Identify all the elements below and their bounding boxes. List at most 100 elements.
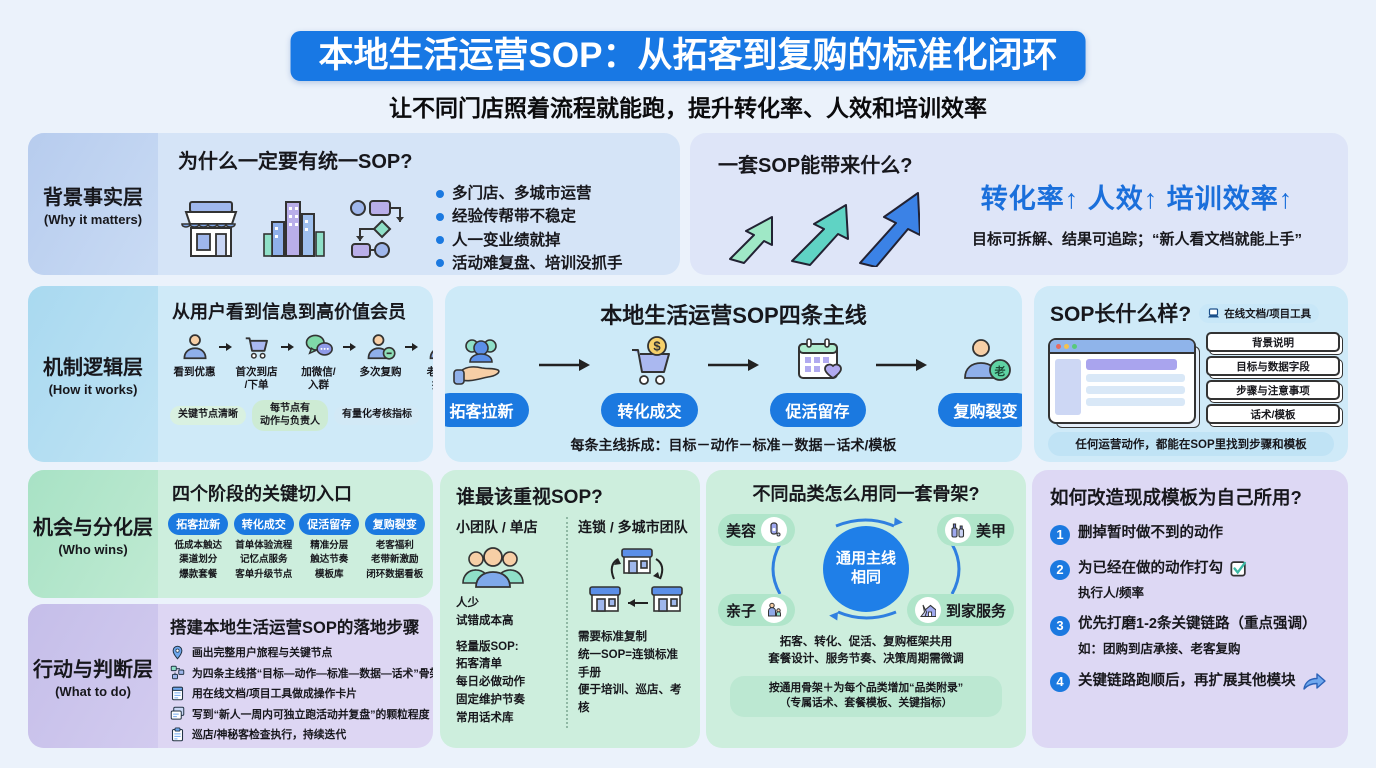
journey-step: 老带新推荐 bbox=[418, 332, 433, 391]
chip-label: 到家服务 bbox=[945, 602, 1006, 620]
mainline-stage: 促活留存 bbox=[769, 336, 866, 427]
who-small-team-col: 小团队 / 单店 bbox=[456, 517, 568, 728]
tool-badge: 在线文档/项目工具 bbox=[1199, 303, 1320, 323]
bullet-dot-icon bbox=[436, 236, 444, 245]
map-pin-icon bbox=[170, 645, 185, 660]
cart-dollar-icon: $ bbox=[620, 336, 678, 388]
how-content: 从用户看到信息到高价值会员 看到优惠 首次到店/下单 加微信/入群 bbox=[158, 286, 433, 462]
row-label-en: (Who wins) bbox=[58, 542, 128, 557]
sop-section: 背景说明 bbox=[1206, 332, 1340, 352]
who-line: 便于培训、巡店、考核 bbox=[578, 684, 682, 715]
row-label-zh: 机会与分化层 bbox=[33, 517, 153, 539]
todo-step: 用在线文档/项目工具做成操作卡片 bbox=[170, 685, 433, 701]
why-bullet-list: 多门店、多城市运营 经验传帮带不稳定 人一变业绩就掉 活动难复盘、培训没抓手 bbox=[436, 182, 623, 275]
user-journey-flow: 看到优惠 首次到店/下单 加微信/入群 多次复购 bbox=[170, 332, 433, 391]
who-title: 谁最该重视SOP? bbox=[456, 487, 603, 508]
loyal-customer-icon: 老 bbox=[957, 336, 1015, 388]
row-label-en: (What to do) bbox=[55, 684, 131, 699]
mockup-text-bar bbox=[1086, 374, 1185, 382]
todo-step-text: 巡店/神秘客检查执行，持续迭代 bbox=[192, 729, 347, 741]
card-four-mainlines: 本地生活运营SOP四条主线 拓客拉新 bbox=[445, 286, 1022, 462]
flow-arrow-icon bbox=[405, 342, 418, 352]
adapt-step-text: 优先打磨1-2条关键链路（重点强调） bbox=[1078, 616, 1317, 632]
bullet-dot-icon bbox=[436, 189, 444, 198]
todo-step: 写到“新人一周内可独立跑活动并复盘”的颗粒程度 bbox=[170, 706, 433, 722]
chat-bubbles-icon bbox=[304, 332, 334, 362]
why-question: 为什么一定要有统一SOP? bbox=[178, 151, 413, 173]
growth-arrows-icon bbox=[720, 179, 920, 267]
journey-step: 加微信/入群 bbox=[294, 332, 343, 391]
category-chip-kids: 亲子 bbox=[718, 594, 796, 626]
cart-icon bbox=[242, 332, 272, 362]
beauty-device-icon bbox=[761, 517, 788, 543]
sop-section-stack: 背景说明 目标与数据字段 步骤与注意事项 话术/模板 bbox=[1206, 332, 1340, 428]
who-line: 拓客清单 bbox=[456, 658, 502, 671]
flow-arrow-icon bbox=[707, 358, 760, 372]
chip-label: 亲子 bbox=[726, 602, 757, 620]
who-line: 统一SOP=连锁标准手册 bbox=[578, 648, 679, 679]
why-bullet-text: 经验传帮带不稳定 bbox=[452, 208, 577, 226]
stage-pill: 复购裂变 bbox=[937, 393, 1022, 427]
who-line: 人少 bbox=[456, 597, 479, 609]
benefit-headline: 转化率↑ 人效↑ 培训效率↑ bbox=[980, 184, 1294, 214]
entry-content: 四个阶段的关键切入口 拓客拉新 低成本触达渠道划分爆款套餐 转化成交 首单体验流… bbox=[158, 470, 433, 598]
flow-nodes-icon bbox=[170, 665, 185, 680]
stage-pill: 促活留存 bbox=[769, 393, 866, 427]
stage-pill: 转化成交 bbox=[601, 393, 698, 427]
entry-column: 复购裂变 老客福利老带新激励闭环数据看板 bbox=[364, 513, 426, 582]
page-title: 本地生活运营SOP：从拓客到复购的标准化闭环 bbox=[290, 31, 1086, 81]
checkbox-check-icon bbox=[1229, 559, 1248, 578]
todo-step: 为四条主线搭“目标—动作—标准—数据—话术”骨架 bbox=[170, 665, 433, 681]
step-number-badge: 2 bbox=[1050, 560, 1070, 580]
flow-arrow-icon bbox=[875, 358, 928, 372]
entry-column: 促活留存 精准分层触达节奏模板库 bbox=[299, 513, 360, 582]
card-sop-sample: SOP长什么样? 在线文档/项目工具 bbox=[1034, 286, 1348, 462]
how-pill: 有量化考核指标 bbox=[334, 406, 420, 425]
storefront-icon bbox=[178, 198, 244, 260]
flow-arrow-icon bbox=[343, 342, 356, 352]
entry-column: 拓客拉新 低成本触达渠道划分爆款套餐 bbox=[168, 513, 229, 582]
calendar-heart-icon bbox=[789, 336, 847, 388]
who-line: 试错成本高 bbox=[456, 614, 514, 627]
flowchart-icon bbox=[344, 198, 410, 260]
row-label-zh: 行动与判断层 bbox=[33, 659, 153, 681]
window-dot-green bbox=[1072, 343, 1077, 349]
cards-icon bbox=[170, 706, 185, 721]
card-how-it-works: 机制逻辑层 (How it works) 从用户看到信息到高价值会员 看到优惠 … bbox=[28, 286, 433, 462]
stage-pill: 复购裂变 bbox=[364, 513, 425, 535]
row-label-en: (Why it matters) bbox=[43, 212, 143, 227]
todo-step-text: 用在线文档/项目工具做成操作卡片 bbox=[192, 688, 357, 700]
step-number-badge: 3 bbox=[1050, 616, 1070, 636]
window-dot-yellow bbox=[1064, 343, 1069, 349]
user-icon bbox=[180, 332, 210, 362]
adapt-step-4: 4 关键链路跑顺后，再扩展其他模块 bbox=[1050, 671, 1334, 692]
flow-arrow-icon bbox=[539, 358, 591, 372]
who-sop-title: 轻量版SOP: bbox=[456, 640, 519, 653]
adapt-step-2: 2 为已经在做的动作打勾 bbox=[1050, 559, 1334, 580]
who-line: 固定维护节奏 bbox=[456, 694, 525, 707]
row-label-todo: 行动与判断层 (What to do) bbox=[28, 604, 158, 748]
who-line: 每日必做动作 bbox=[456, 676, 525, 689]
sopdoc-title: SOP长什么样? bbox=[1050, 303, 1192, 326]
mainlines-title: 本地生活运营SOP四条主线 bbox=[600, 303, 867, 328]
adapt-step-text: 为已经在做的动作打勾 bbox=[1078, 560, 1223, 577]
category-cycle-diagram: 通用主线相同 美容 美甲 亲子 到家服务 bbox=[718, 512, 1014, 626]
user-plus-icon bbox=[428, 332, 433, 362]
step-label: 多次复购 bbox=[359, 366, 402, 378]
row-label-how: 机制逻辑层 (How it works) bbox=[28, 286, 158, 462]
city-buildings-icon bbox=[262, 198, 326, 260]
adapt-step-text: 关键链路跑顺后，再扩展其他模块 bbox=[1078, 672, 1296, 689]
entry-title: 四个阶段的关键切入口 bbox=[172, 484, 352, 504]
bullet-dot-icon bbox=[436, 259, 444, 268]
adapt-step-2-sub: 执行人/频率 bbox=[1078, 586, 1144, 600]
who-line: 常用话术库 bbox=[456, 711, 514, 724]
why-bullet: 多门店、多城市运营 bbox=[436, 182, 623, 205]
mainlines-flow: 拓客拉新 $ 转化成交 bbox=[445, 336, 1022, 427]
sopdoc-caption: 任何运营动作，都能在SOP里找到步骤和模板 bbox=[1048, 432, 1334, 456]
row-label-zh: 机制逻辑层 bbox=[43, 357, 143, 379]
why-bullet-text: 人一变业绩就掉 bbox=[452, 231, 561, 249]
stage-pill: 拓客拉新 bbox=[445, 393, 530, 427]
benefit-desc: 目标可拆解、结果可追踪；“新人看文档就能上手” bbox=[971, 231, 1302, 248]
clipboard-icon bbox=[170, 726, 185, 742]
tool-badge-text: 在线文档/项目工具 bbox=[1224, 307, 1312, 320]
